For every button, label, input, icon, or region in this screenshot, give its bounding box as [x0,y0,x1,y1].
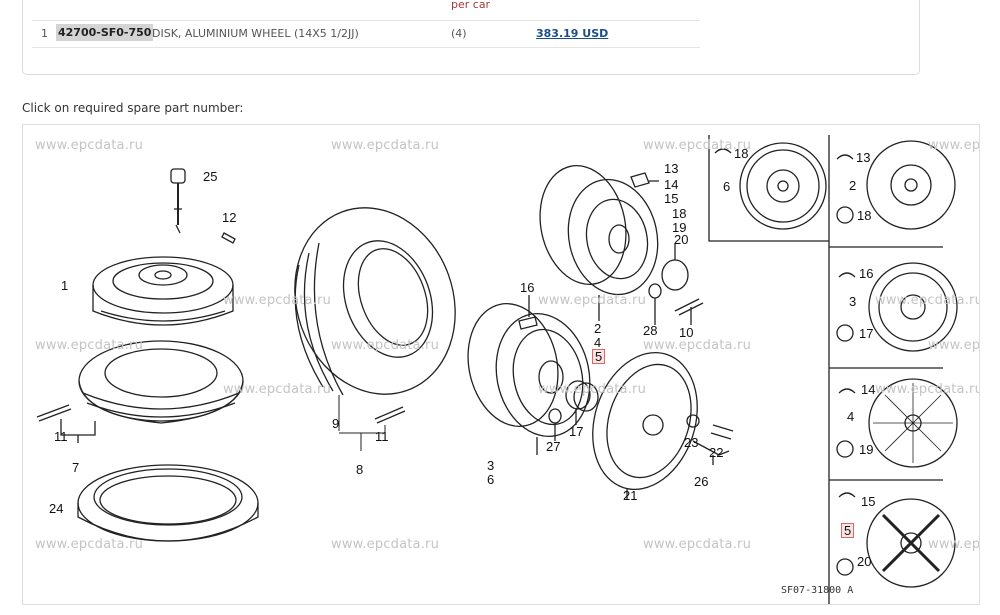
watermark: www.epcdata.ru [928,138,980,153]
watermark: www.epcdata.ru [643,338,752,353]
watermark: www.epcdata.ru [538,382,647,397]
callout-16[interactable]: 16 [859,266,874,281]
callout-17[interactable]: 17 [859,326,874,341]
table-row: 1 42700-SF0-750 DISK, ALUMINIUM WHEEL (1… [32,21,700,47]
exploded-view-drawing [36,135,958,604]
callout-13[interactable]: 13 [856,150,871,165]
drawing-code: SF07-31800 A [781,585,854,596]
table-divider [32,47,700,48]
section-divider [708,135,829,242]
callout-19[interactable]: 19 [859,442,874,457]
callout-7[interactable]: 7 [72,460,80,475]
watermark: www.epcdata.ru [538,293,647,308]
watermark: www.epcdata.ru [928,537,980,552]
callout-21[interactable]: 21 [623,488,638,503]
callout-22[interactable]: 22 [709,445,724,460]
callout-5-highlighted[interactable]: 5 [841,523,855,538]
callout-15[interactable]: 15 [861,494,876,509]
callout-10[interactable]: 10 [679,325,694,340]
callout-6[interactable]: 6 [723,179,731,194]
callout-1[interactable]: 1 [61,278,69,293]
callout-24[interactable]: 24 [49,501,64,516]
callout-20[interactable]: 20 [674,232,689,247]
callout-17[interactable]: 17 [569,424,584,439]
callout-25[interactable]: 25 [203,169,218,184]
callout-18[interactable]: 18 [672,206,687,221]
callout-4[interactable]: 4 [594,335,602,350]
part-number[interactable]: 42700-SF0-750 [56,24,154,41]
parts-table-panel [22,0,920,75]
callout-8[interactable]: 8 [356,462,364,477]
callout-18[interactable]: 18 [857,208,872,223]
callout-3[interactable]: 3 [849,294,857,309]
callout-13[interactable]: 13 [664,161,679,176]
callout-3[interactable]: 3 [487,458,495,473]
parts-diagram: www.epcdata.ru www.epcdata.ru www.epcdat… [22,124,980,605]
part-description: DISK, ALUMINIUM WHEEL (14X5 1/2JJ) [152,27,359,40]
callout-20[interactable]: 20 [857,554,872,569]
watermark: www.epcdata.ru [643,537,752,552]
callout-11[interactable]: 11 [54,429,68,444]
callout-18[interactable]: 18 [734,146,749,161]
watermark: www.epcdata.ru [35,138,144,153]
watermark: www.epcdata.ru [643,138,752,153]
watermark: www.epcdata.ru [875,293,980,308]
callout-9[interactable]: 9 [332,416,340,431]
callout-15[interactable]: 15 [664,191,679,206]
watermark: www.epcdata.ru [331,537,440,552]
qty-header-fragment: per car [451,0,491,11]
callout-2[interactable]: 2 [849,178,857,193]
diagram-instruction: Click on required spare part number: [22,101,244,115]
row-index: 1 [41,27,48,40]
callout-26[interactable]: 26 [694,474,709,489]
callout-28[interactable]: 28 [643,323,658,338]
watermark: www.epcdata.ru [331,338,440,353]
callout-6[interactable]: 6 [487,472,495,487]
part-quantity: (4) [451,27,467,40]
watermark: www.epcdata.ru [35,338,144,353]
callout-19[interactable]: 19 [672,220,687,235]
table-divider [32,20,700,21]
watermark: www.epcdata.ru [223,293,332,308]
callout-12[interactable]: 12 [222,210,237,225]
callout-16[interactable]: 16 [520,280,535,295]
part-price-link[interactable]: 383.19 USD [536,27,609,40]
callout-14[interactable]: 14 [664,177,679,192]
watermark: www.epcdata.ru [35,537,144,552]
watermark: www.epcdata.ru [928,338,980,353]
watermark: www.epcdata.ru [223,382,332,397]
callout-27[interactable]: 27 [546,439,561,454]
callout-23[interactable]: 23 [684,435,699,450]
callout-2[interactable]: 2 [594,321,602,336]
callout-14[interactable]: 14 [861,382,876,397]
watermark: www.epcdata.ru [331,138,440,153]
watermark: www.epcdata.ru [875,382,980,397]
callout-4[interactable]: 4 [847,409,855,424]
callout-11[interactable]: 11 [375,429,389,444]
callout-5-highlighted[interactable]: 5 [592,349,606,364]
